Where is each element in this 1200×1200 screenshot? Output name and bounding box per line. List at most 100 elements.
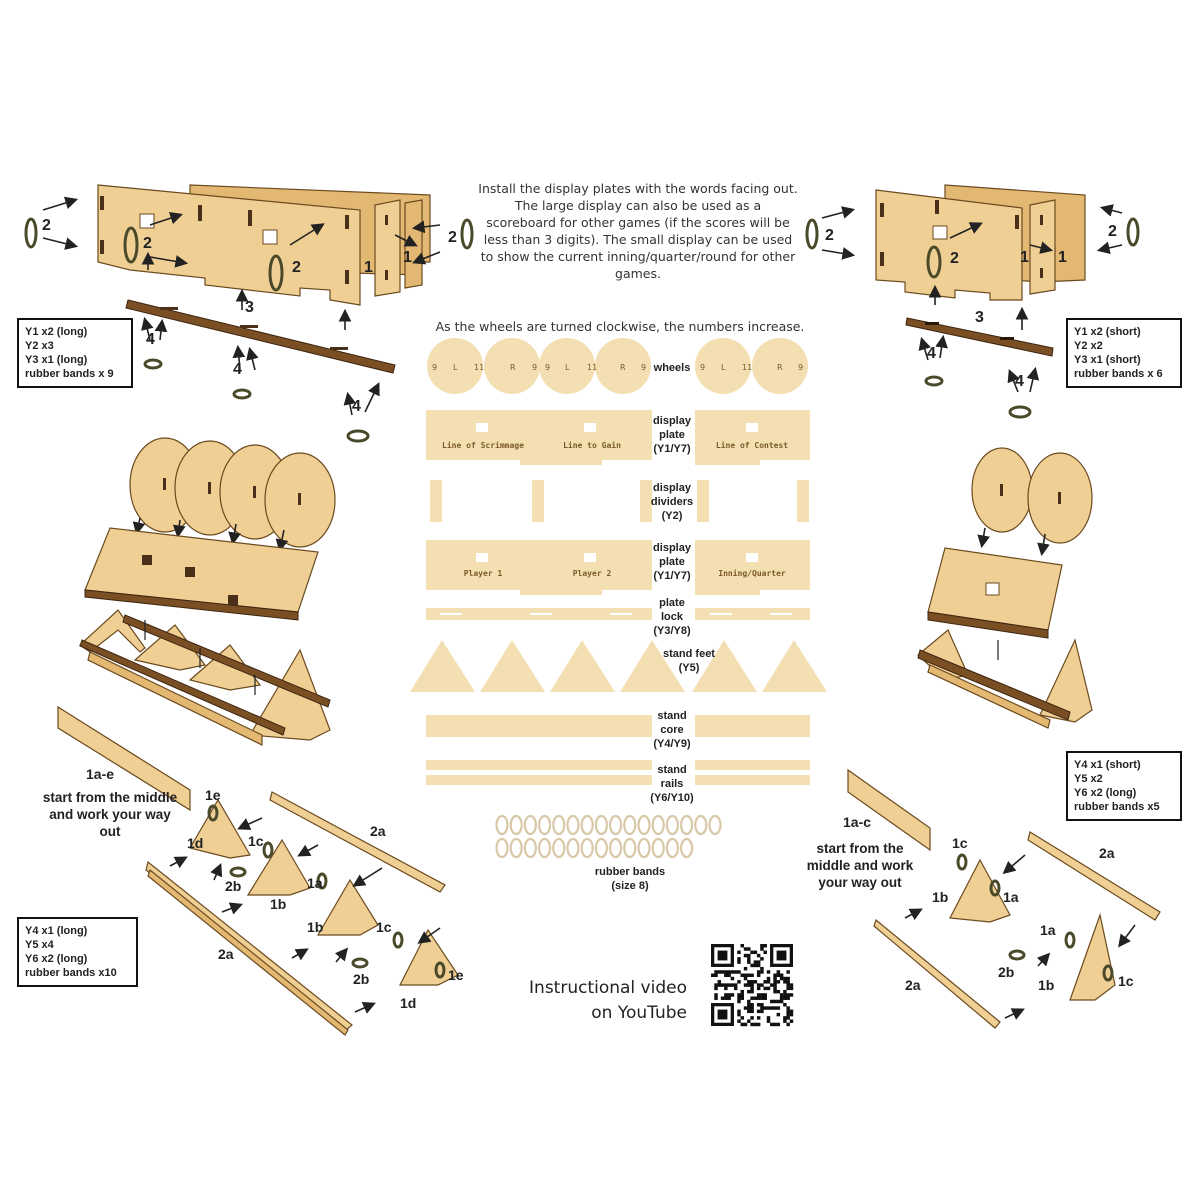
- rubber-band: [552, 814, 566, 836]
- label-line: stand: [657, 764, 687, 776]
- rubber-band: [651, 837, 665, 859]
- label-line: plate: [659, 597, 685, 609]
- label-line: plate: [659, 556, 685, 568]
- rubber-bands-grid: [495, 814, 722, 859]
- step-label: 3: [975, 309, 984, 326]
- large-stand-assembled: [79, 437, 336, 746]
- plate-text: Line of Scrimmage: [442, 440, 524, 450]
- plate-text: Player 2: [573, 569, 612, 578]
- parts-line: rubber bands x 9: [25, 368, 114, 380]
- rubber-band: [537, 837, 552, 859]
- label-line: (Y3/Y8): [653, 625, 691, 637]
- step-label: 1e: [448, 967, 464, 983]
- rubber-band: [537, 814, 552, 836]
- label-display-dividers: display dividers (Y2): [646, 481, 698, 523]
- step-label: 1b: [270, 896, 286, 912]
- parts-line: rubber bands x 6: [1074, 368, 1163, 380]
- parts-line: Y6 x2 (long): [1074, 787, 1137, 799]
- display-plate-row-1: Line of Scrimmage Line to Gain Line of C…: [426, 410, 810, 465]
- step-label: 2: [292, 259, 301, 276]
- stand-core-row: [426, 715, 810, 737]
- step-label: 1: [364, 259, 373, 276]
- wheel-mark: 9: [641, 363, 646, 372]
- label-line: core: [660, 724, 684, 736]
- rubber-band: [637, 814, 651, 836]
- display-dividers-row: [430, 480, 809, 522]
- plate-text: Inning/Quarter: [718, 568, 786, 578]
- step-label: 4: [927, 345, 936, 362]
- label-stand-rails: stand rails (Y6/Y10): [646, 763, 698, 805]
- step-label: 1: [403, 249, 412, 266]
- wheel-mark: R: [777, 363, 783, 372]
- step-label: 1: [1020, 249, 1029, 266]
- step-label: 3: [245, 299, 254, 316]
- rubber-band: [679, 837, 694, 859]
- step-label: 2: [42, 217, 51, 234]
- label-stand-feet: stand feet (Y5): [654, 647, 724, 675]
- display-plate-row-2: Player 1 Player 2 Inning/Quarter: [426, 540, 810, 595]
- step-label: 1c: [248, 833, 264, 849]
- video-caption-line: on YouTube: [591, 1003, 687, 1023]
- rubber-band: [580, 837, 594, 859]
- step-label: 1c: [376, 919, 392, 935]
- wheel-mark: 11: [742, 363, 752, 372]
- step-label: 2: [1108, 223, 1117, 240]
- step-label: 2a: [218, 946, 234, 962]
- step-label: 1c: [1118, 973, 1134, 989]
- step-label: 2a: [1099, 845, 1115, 861]
- stand-rails-row: [426, 760, 810, 785]
- step-label: 1: [1058, 249, 1067, 266]
- label-line: (Y2): [661, 510, 683, 522]
- rubber-band: [580, 814, 594, 836]
- step-label: 1a: [1003, 889, 1019, 905]
- label-line: display: [653, 482, 691, 494]
- step-label: 2b: [353, 971, 369, 987]
- parts-line: Y3 x1 (short): [1074, 354, 1141, 366]
- label-line: (size 8): [611, 880, 649, 892]
- wheel-mark: 9: [700, 363, 705, 372]
- wheel-mark: 11: [474, 363, 484, 372]
- rubber-band: [523, 837, 538, 859]
- step-label: 2: [448, 229, 457, 246]
- rubber-band: [523, 814, 538, 836]
- start-note-right: start from the middle and work your way …: [806, 841, 914, 890]
- start-note-left: start from the middle and work your way …: [42, 790, 178, 839]
- parts-line: Y4 x1 (long): [25, 925, 88, 937]
- rubber-band: [566, 837, 580, 859]
- small-display-exploded: 2 2 2 1 1 3 4 4: [805, 184, 1140, 419]
- label-line: lock: [660, 611, 683, 623]
- parts-line: rubber bands x10: [25, 967, 117, 979]
- video-caption[interactable]: Instructional video on YouTube: [505, 976, 687, 1026]
- label-line: rails: [660, 778, 684, 790]
- step-label: 4: [233, 361, 242, 378]
- parts-line: Y2 x3: [25, 340, 54, 352]
- rubber-band: [665, 837, 680, 859]
- parts-box-small-display: Y1 x2 (short) Y2 x2 Y3 x1 (short) rubber…: [1066, 318, 1182, 388]
- rubber-band: [594, 837, 609, 859]
- wheel-mark: 9: [798, 363, 803, 372]
- label-line: (Y1/Y7): [653, 570, 691, 582]
- label-line: (Y5): [678, 662, 700, 674]
- large-display-exploded: 2 2 2 2 1 1 3 4 4 4: [24, 184, 474, 443]
- step-label: 1d: [187, 835, 203, 851]
- label-line: rubber bands: [594, 866, 666, 878]
- youtube-qr-code[interactable]: [711, 944, 794, 1027]
- step-label: 1b: [932, 889, 948, 905]
- parts-line: Y5 x2: [1074, 773, 1103, 785]
- rubber-band: [623, 837, 637, 859]
- rubber-band: [679, 814, 694, 836]
- wheel-mark: R: [620, 363, 626, 372]
- label-line: (Y1/Y7): [653, 443, 691, 455]
- wheel-mark: 9: [532, 363, 537, 372]
- parts-line: Y2 x2: [1074, 340, 1103, 352]
- step-label: 1a-e: [86, 766, 114, 782]
- parts-line: Y6 x2 (long): [25, 953, 88, 965]
- wheel-mark: R: [510, 363, 516, 372]
- parts-line: rubber bands x5: [1074, 801, 1160, 813]
- parts-box-small-stand: Y4 x1 (short) Y5 x2 Y6 x2 (long) rubber …: [1066, 751, 1182, 821]
- step-label: 4: [146, 331, 155, 348]
- wheel-mark: 9: [545, 363, 550, 372]
- rubber-band: [608, 814, 623, 836]
- parts-box-large-stand: Y4 x1 (long) Y5 x4 Y6 x2 (long) rubber b…: [17, 917, 138, 987]
